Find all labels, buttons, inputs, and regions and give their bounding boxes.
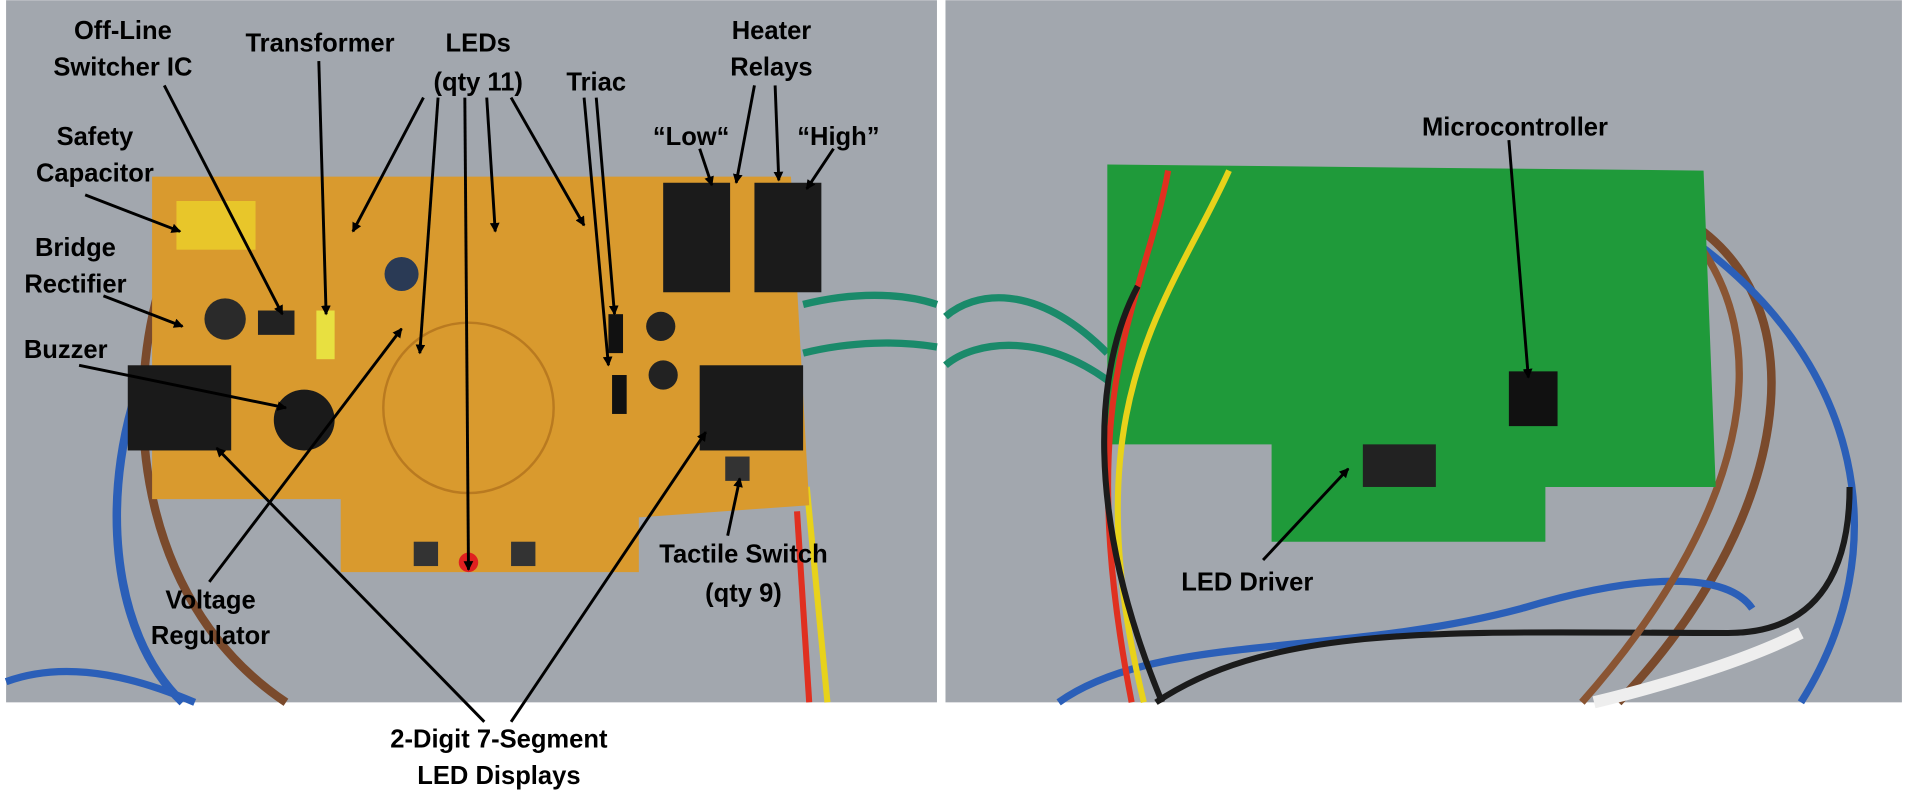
arrow-triac bbox=[594, 97, 619, 316]
label-safety-capacitor: Capacitor bbox=[36, 160, 154, 188]
front-photo bbox=[4, 0, 939, 706]
callout-arrows bbox=[78, 61, 1533, 723]
label-heater-relays: Heater bbox=[732, 17, 812, 45]
arrow-microcontroller bbox=[1507, 140, 1533, 379]
arrow-display-left bbox=[215, 447, 486, 723]
front-pcb bbox=[152, 176, 810, 573]
label-low: “Low“ bbox=[653, 123, 730, 151]
led-driver-chip bbox=[1362, 444, 1436, 487]
arrow-led bbox=[463, 97, 474, 571]
arrow-voltage-regulator bbox=[208, 327, 403, 583]
label-voltage-regulator: Voltage bbox=[165, 587, 255, 615]
arrow-led bbox=[485, 97, 500, 233]
arrow-led-driver bbox=[1262, 467, 1350, 561]
labels: Off-Line Switcher IC Transformer LEDs (q… bbox=[24, 17, 1608, 790]
arrow-buzzer bbox=[78, 363, 288, 411]
led-display-right bbox=[699, 365, 804, 451]
arrow-low bbox=[698, 148, 714, 187]
label-leds: LEDs bbox=[446, 29, 511, 57]
label-safety-capacitor: Safety bbox=[57, 123, 134, 151]
label-bridge-rectifier: Bridge bbox=[35, 234, 116, 262]
arrow-led bbox=[351, 96, 425, 233]
label-tactile-switch: Tactile Switch bbox=[659, 540, 827, 568]
label-offline-switcher: Switcher IC bbox=[53, 54, 192, 82]
arrow-bridge-rectifier bbox=[102, 294, 184, 328]
label-bridge-rectifier: Rectifier bbox=[24, 270, 126, 298]
arrow-transformer bbox=[317, 61, 331, 316]
back-photo bbox=[943, 0, 1902, 709]
label-triac: Triac bbox=[566, 68, 626, 96]
safety-capacitor bbox=[176, 201, 256, 250]
arrow-heater-relay bbox=[732, 85, 756, 184]
label-high: “High” bbox=[797, 123, 879, 151]
label-led-displays: 2-Digit 7-Segment bbox=[390, 725, 608, 753]
label-led-displays: LED Displays bbox=[417, 762, 580, 790]
microcontroller-chip bbox=[1508, 371, 1558, 427]
arrow-led bbox=[509, 96, 586, 227]
arrow-high bbox=[805, 147, 835, 190]
relay-high bbox=[754, 182, 822, 293]
buzzer-part bbox=[273, 389, 335, 451]
label-buzzer: Buzzer bbox=[24, 336, 108, 364]
relay-low bbox=[663, 182, 731, 293]
arrow-triac bbox=[582, 97, 613, 367]
arrow-offline-switcher bbox=[162, 84, 284, 316]
back-pcb bbox=[1107, 164, 1716, 542]
arrow-display-right bbox=[509, 431, 707, 723]
arrow-led bbox=[415, 97, 440, 355]
arrow-safety-capacitor bbox=[84, 193, 182, 233]
label-led-driver: LED Driver bbox=[1181, 568, 1313, 596]
arrow-heater-relay bbox=[773, 85, 784, 182]
label-transformer: Transformer bbox=[245, 29, 394, 57]
label-tactile-switch: (qty 9) bbox=[705, 579, 782, 607]
label-microcontroller: Microcontroller bbox=[1422, 113, 1608, 141]
label-offline-switcher: Off-Line bbox=[74, 17, 172, 45]
arrow-tactile-switch bbox=[726, 477, 743, 536]
label-voltage-regulator: Regulator bbox=[151, 622, 270, 650]
label-leds: (qty 11) bbox=[433, 68, 522, 96]
label-heater-relays: Relays bbox=[730, 54, 812, 82]
